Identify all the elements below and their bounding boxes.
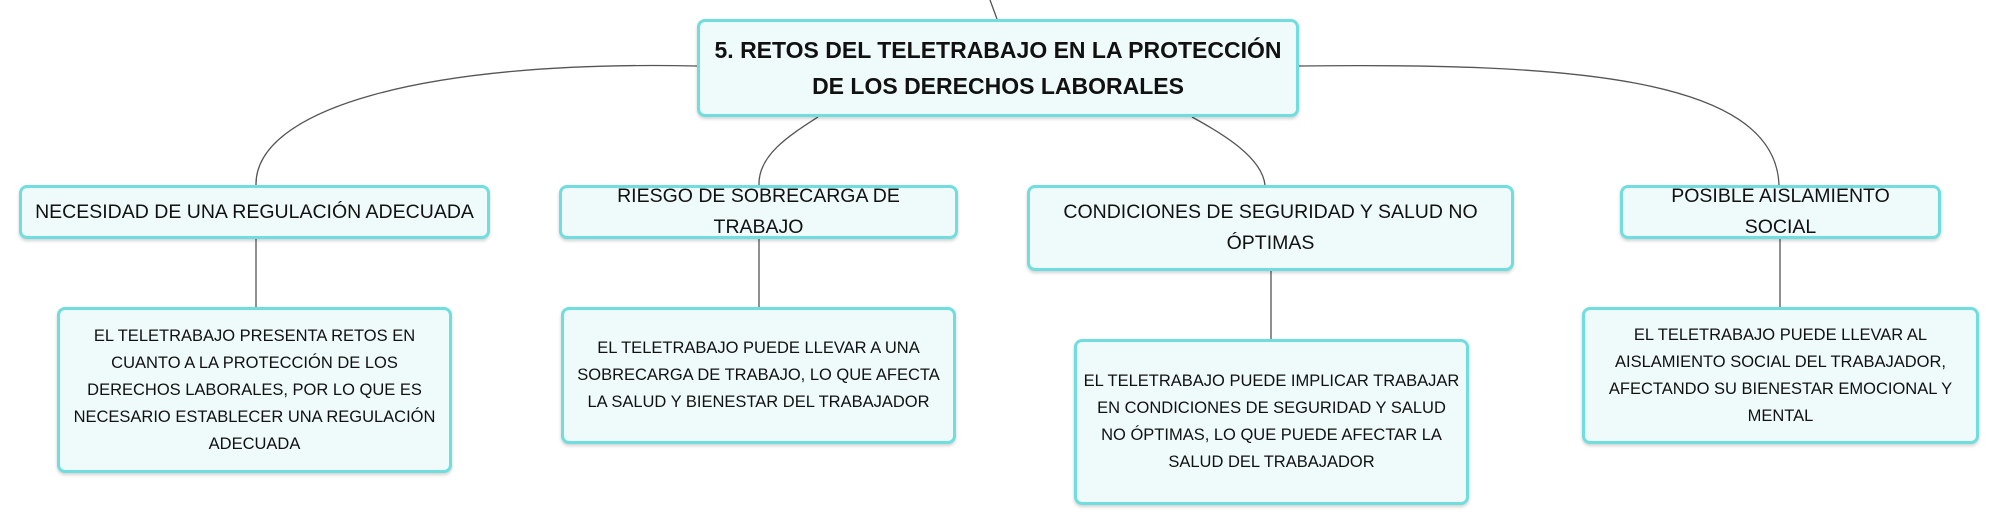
- branch-topic-seguridad-salud[interactable]: CONDICIONES DE SEGURIDAD Y SALUD NO ÓPTI…: [1027, 185, 1514, 271]
- connector-root-branch-1: [255, 64, 698, 186]
- branch-topic-label: RIESGO DE SOBRECARGA DE TRABAJO: [617, 185, 900, 238]
- detail-topic-regulacion[interactable]: EL TELETRABAJO PRESENTA RETOS EN CUANTO …: [57, 307, 452, 473]
- branch-topic-label: CONDICIONES DE SEGURIDAD Y SALUD NO ÓPTI…: [1063, 201, 1478, 254]
- branch-topic-regulacion[interactable]: NECESIDAD DE UNA REGULACIÓN ADECUADA: [19, 185, 490, 239]
- detail-topic-text: EL TELETRABAJO PUEDE IMPLICAR TRABAJAR E…: [1083, 372, 1460, 471]
- detail-topic-text: EL TELETRABAJO PUEDE LLEVAR AL AISLAMIEN…: [1608, 325, 1953, 425]
- connector-parent: [989, 0, 998, 20]
- connector-root-branch-2: [758, 116, 819, 186]
- detail-topic-text: EL TELETRABAJO PRESENTA RETOS EN CUANTO …: [73, 326, 436, 453]
- root-topic[interactable]: 5. RETOS DEL TELETRABAJO EN LA PROTECCIÓ…: [697, 19, 1299, 117]
- root-topic-title: 5. RETOS DEL TELETRABAJO EN LA PROTECCIÓ…: [714, 37, 1282, 99]
- detail-topic-text: EL TELETRABAJO PUEDE LLEVAR A UNA SOBREC…: [577, 339, 940, 411]
- branch-topic-sobrecarga[interactable]: RIESGO DE SOBRECARGA DE TRABAJO: [559, 185, 958, 239]
- connector-root-branch-3: [1191, 116, 1266, 186]
- connector-root-branch-4: [1298, 64, 1780, 186]
- detail-topic-aislamiento[interactable]: EL TELETRABAJO PUEDE LLEVAR AL AISLAMIEN…: [1582, 307, 1979, 444]
- detail-topic-seguridad-salud[interactable]: EL TELETRABAJO PUEDE IMPLICAR TRABAJAR E…: [1074, 339, 1469, 505]
- branch-topic-aislamiento[interactable]: POSIBLE AISLAMIENTO SOCIAL: [1620, 185, 1941, 239]
- branch-topic-label: POSIBLE AISLAMIENTO SOCIAL: [1671, 185, 1890, 238]
- branch-topic-label: NECESIDAD DE UNA REGULACIÓN ADECUADA: [35, 200, 474, 223]
- detail-topic-sobrecarga[interactable]: EL TELETRABAJO PUEDE LLEVAR A UNA SOBREC…: [561, 307, 956, 444]
